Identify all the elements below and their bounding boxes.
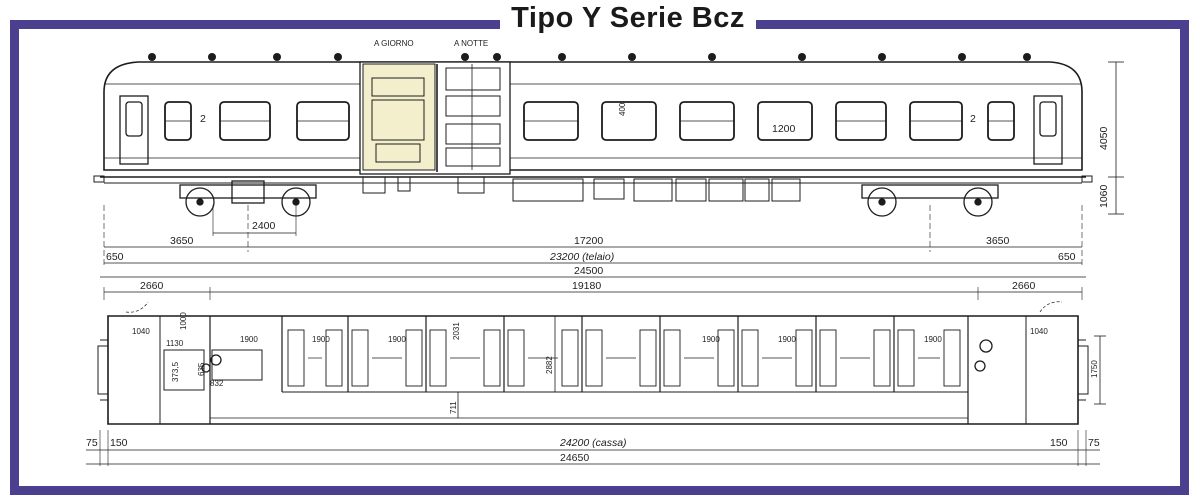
bogie-pivot-left-label: 3650 bbox=[170, 235, 194, 247]
end-right-label: 150 bbox=[1050, 437, 1068, 449]
frame-overhang-left-label: 650 bbox=[106, 251, 124, 263]
class-mark-right: 2 bbox=[970, 113, 976, 125]
compartment-length-label: 1900 bbox=[388, 335, 406, 344]
side-windows bbox=[164, 101, 1015, 141]
bogie-centres-label: 17200 bbox=[574, 235, 603, 247]
plan-view bbox=[86, 287, 1106, 466]
vestibule-right-label: 1040 bbox=[1030, 327, 1048, 336]
roof-vents bbox=[148, 53, 1031, 61]
bogie-wheelbase-label: 2400 bbox=[252, 220, 276, 232]
buffer-right-label: 75 bbox=[1088, 437, 1100, 449]
frame-length-label: 23200 (telaio) bbox=[549, 251, 614, 263]
side-dimension-lines bbox=[100, 61, 1124, 278]
end-overhang-left-label: 2660 bbox=[140, 280, 164, 292]
body-length-side-label: 24500 bbox=[574, 265, 603, 277]
overall-length-label: 24650 bbox=[560, 452, 589, 464]
vestibule-left-label: 1040 bbox=[132, 327, 150, 336]
inner-width-label: 2882 bbox=[545, 356, 554, 374]
heading-night: A NOTTE bbox=[454, 39, 488, 48]
bogie-pivot-right-label: 3650 bbox=[986, 235, 1010, 247]
end-width-label: 1750 bbox=[1090, 360, 1099, 378]
frame-overhang-right-label: 650 bbox=[1058, 251, 1076, 263]
end-overhang-right-label: 2660 bbox=[1012, 280, 1036, 292]
diagram-title: Tipo Y Serie Bcz bbox=[503, 0, 753, 36]
corridor-width-label: 711 bbox=[449, 401, 458, 414]
compartment-length-label: 1900 bbox=[312, 335, 330, 344]
service-b-label: 373,5 bbox=[171, 361, 180, 382]
height-total-label: 4050 bbox=[1098, 126, 1110, 150]
buffer-left-label: 75 bbox=[86, 437, 98, 449]
cutaway-compartment bbox=[359, 61, 511, 175]
height-floor-label: 1060 bbox=[1098, 184, 1110, 208]
seats bbox=[287, 329, 961, 387]
body-length-label: 24200 (cassa) bbox=[559, 437, 627, 449]
cab-depth-label: 832 bbox=[210, 379, 224, 388]
toilet-depth-label: 1000 bbox=[179, 312, 188, 330]
compartment-partitions bbox=[281, 316, 895, 392]
bogie-right bbox=[861, 184, 999, 217]
window-height-label: 400 bbox=[618, 102, 627, 116]
class-mark-left: 2 bbox=[200, 113, 206, 125]
toilet-width-label: 1130 bbox=[166, 339, 184, 348]
compartment-length-label: 1900 bbox=[240, 335, 258, 344]
side-view bbox=[93, 53, 1124, 278]
heading-day: A GIORNO bbox=[374, 39, 414, 48]
compartment-length-label: 1900 bbox=[778, 335, 796, 344]
service-a-label: 635 bbox=[197, 362, 206, 376]
underfloor-equipment bbox=[362, 176, 801, 202]
frame bbox=[10, 20, 1189, 495]
compartment-length-labels: 1900 1900 1900 1900 1900 1900 bbox=[240, 335, 942, 344]
compartment-length-label: 1900 bbox=[702, 335, 720, 344]
plan-dimension-lines bbox=[86, 316, 1106, 466]
window-width-label: 1200 bbox=[772, 123, 796, 135]
compartments-span-label: 19180 bbox=[572, 280, 601, 292]
end-left-label: 150 bbox=[110, 437, 128, 449]
compartment-length-label: 1900 bbox=[924, 335, 942, 344]
corridor-length-label: 2031 bbox=[452, 322, 461, 340]
